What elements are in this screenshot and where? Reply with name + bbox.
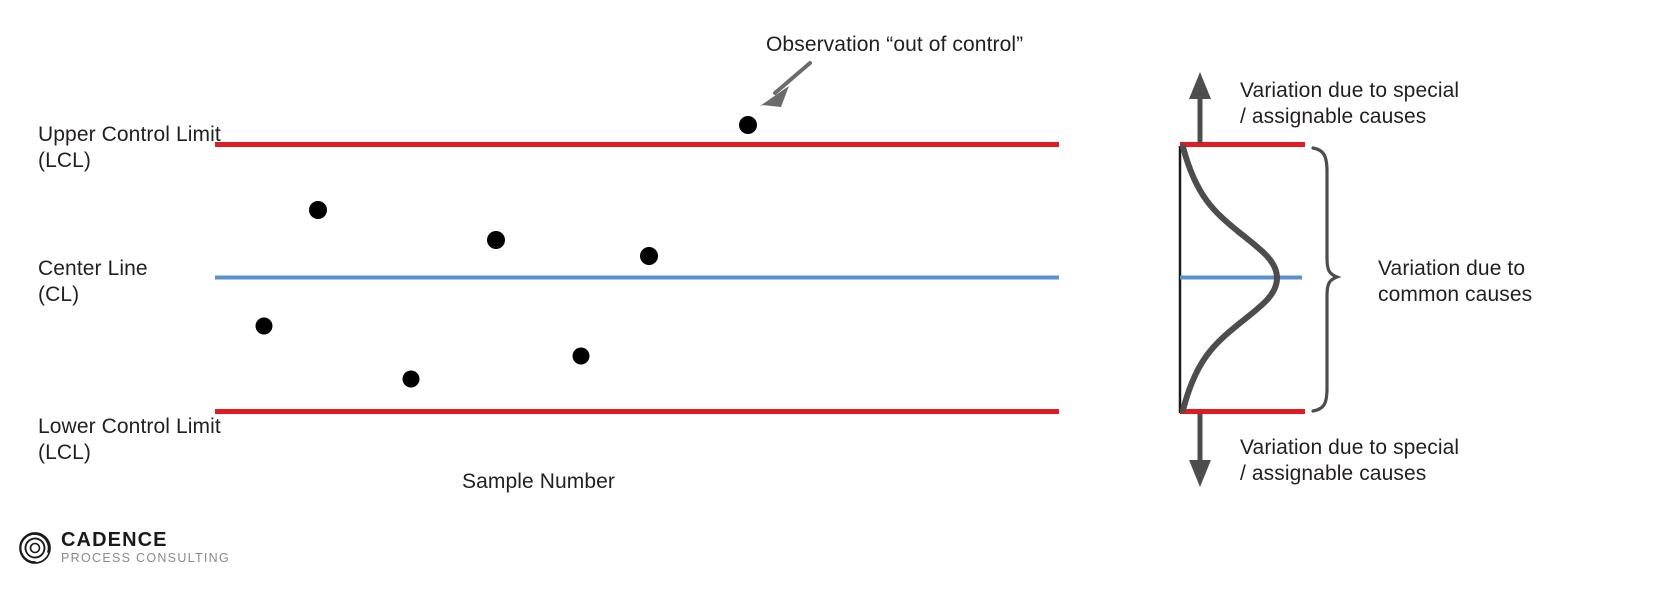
observation-out-of-control-label: Observation “out of control”	[766, 33, 1024, 56]
lower-control-limit-label: Lower Control Limit (LCL)	[38, 415, 221, 464]
data-point	[572, 347, 590, 365]
logo-wordmark: CADENCE	[61, 529, 168, 551]
cadence-logo: CADENCE PROCESS CONSULTING	[18, 530, 230, 565]
special-cause-down-arrow-icon	[1189, 414, 1211, 487]
cadence-spiral-icon	[19, 531, 51, 564]
data-point	[402, 370, 420, 388]
observation-arrow-icon	[760, 61, 812, 107]
data-point	[640, 247, 658, 265]
special-causes-above-label: Variation due to special / assignable ca…	[1240, 79, 1460, 128]
data-point	[255, 317, 273, 335]
upper-control-limit-label: Upper Control Limit (LCL)	[38, 123, 221, 172]
special-cause-up-arrow-icon	[1189, 72, 1211, 143]
logo-tagline: PROCESS CONSULTING	[61, 551, 231, 565]
center-line-label: Center Line (CL)	[38, 257, 148, 306]
common-cause-brace	[1311, 146, 1342, 413]
data-point-out-of-control	[739, 116, 757, 134]
special-causes-below-label: Variation due to special / assignable ca…	[1240, 436, 1460, 485]
common-causes-label: Variation due to common causes	[1378, 257, 1533, 306]
x-axis-label: Sample Number	[462, 470, 616, 493]
data-point	[487, 231, 505, 249]
normal-distribution-curve	[1180, 144, 1281, 413]
data-point	[309, 201, 327, 219]
